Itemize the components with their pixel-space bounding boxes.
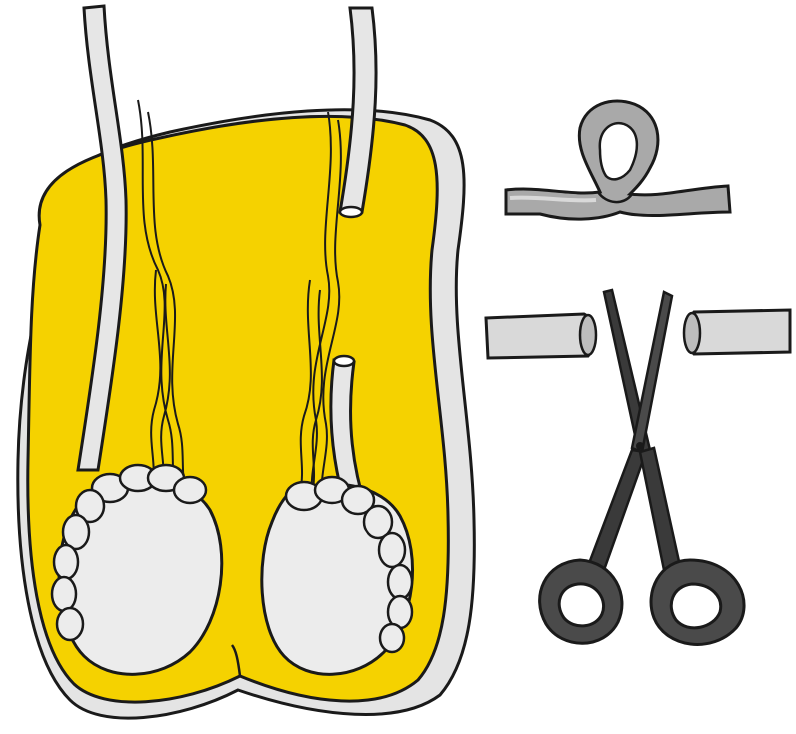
severed-vas-icon [486,310,790,358]
severed-tube-right-end [684,313,700,353]
scissors-pivot [636,442,644,450]
severed-tube-right [687,310,791,354]
severed-tube-left-end [580,315,596,355]
scrotum-anatomy-icon [18,6,475,718]
looped-vas-icon [506,101,730,219]
left-testis [52,465,222,674]
scissors-arm-right [640,448,680,570]
right-vas-lower-cut-end [334,356,354,366]
scissors-arm-left [588,450,646,570]
right-vas-upper-cut-end [340,207,362,217]
scissors-blade-right [632,292,672,452]
scissors-ring-right [651,560,744,644]
scissors-ring-left [540,560,622,643]
severed-tube-left [486,314,594,358]
right-testis [262,477,413,674]
